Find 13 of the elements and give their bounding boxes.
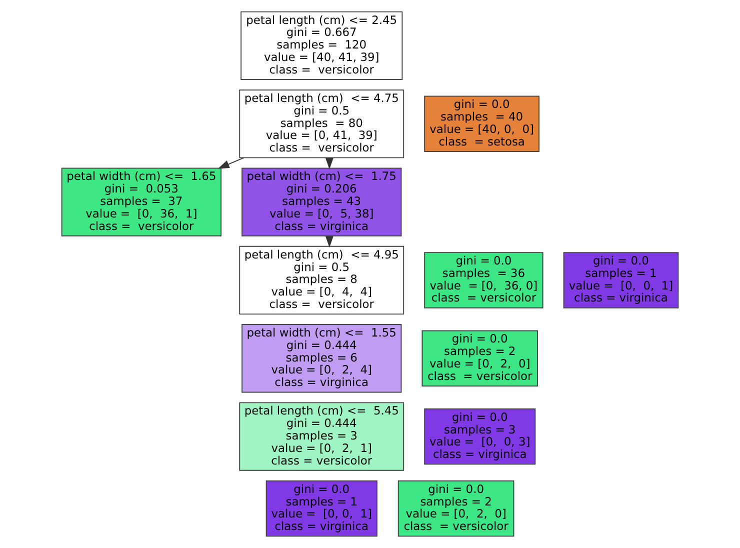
node-box: petal width (cm) <= 1.55 gini = 0.444 samples = 6 value = [0, 2, 4] class = virginica (242, 324, 402, 393)
arrow (218, 157, 244, 169)
node-box: gini = 0.0 samples = 1 value = [0, 0, 1] class = virginica (563, 252, 679, 308)
node-box: gini = 0.0 samples = 36 value = [0, 36, 0] class = versicolor (424, 252, 544, 308)
node-box: gini = 0.0 samples = 2 value = [0, 2, 0] class = versicolor (422, 330, 538, 386)
node-box: petal length (cm) <= 2.45 gini = 0.667 samples = 120 value = [40, 41, 39] class = versicolor (240, 11, 403, 80)
node-box: petal length (cm) <= 5.45 gini = 0.444 samples = 3 value = [0, 2, 1] class = versicolor (239, 402, 404, 471)
node-box: gini = 0.0 samples = 1 value = [0, 0, 1] class = virginica (266, 480, 378, 537)
node-box: gini = 0.0 samples = 40 value = [40, 0, 0] class = setosa (424, 96, 540, 152)
node-box: gini = 0.0 samples = 2 value = [0, 2, 0] class = versicolor (398, 480, 514, 537)
node-box: gini = 0.0 samples = 3 value = [0, 0, 3] class = virginica (424, 408, 536, 465)
node-box: petal length (cm) <= 4.95 gini = 0.5 samples = 8 value = [0, 4, 4] class = versicolor (239, 246, 404, 315)
node-box: petal width (cm) <= 1.65 gini = 0.053 samples = 37 value = [0, 36, 1] class = versicolor (61, 168, 222, 236)
